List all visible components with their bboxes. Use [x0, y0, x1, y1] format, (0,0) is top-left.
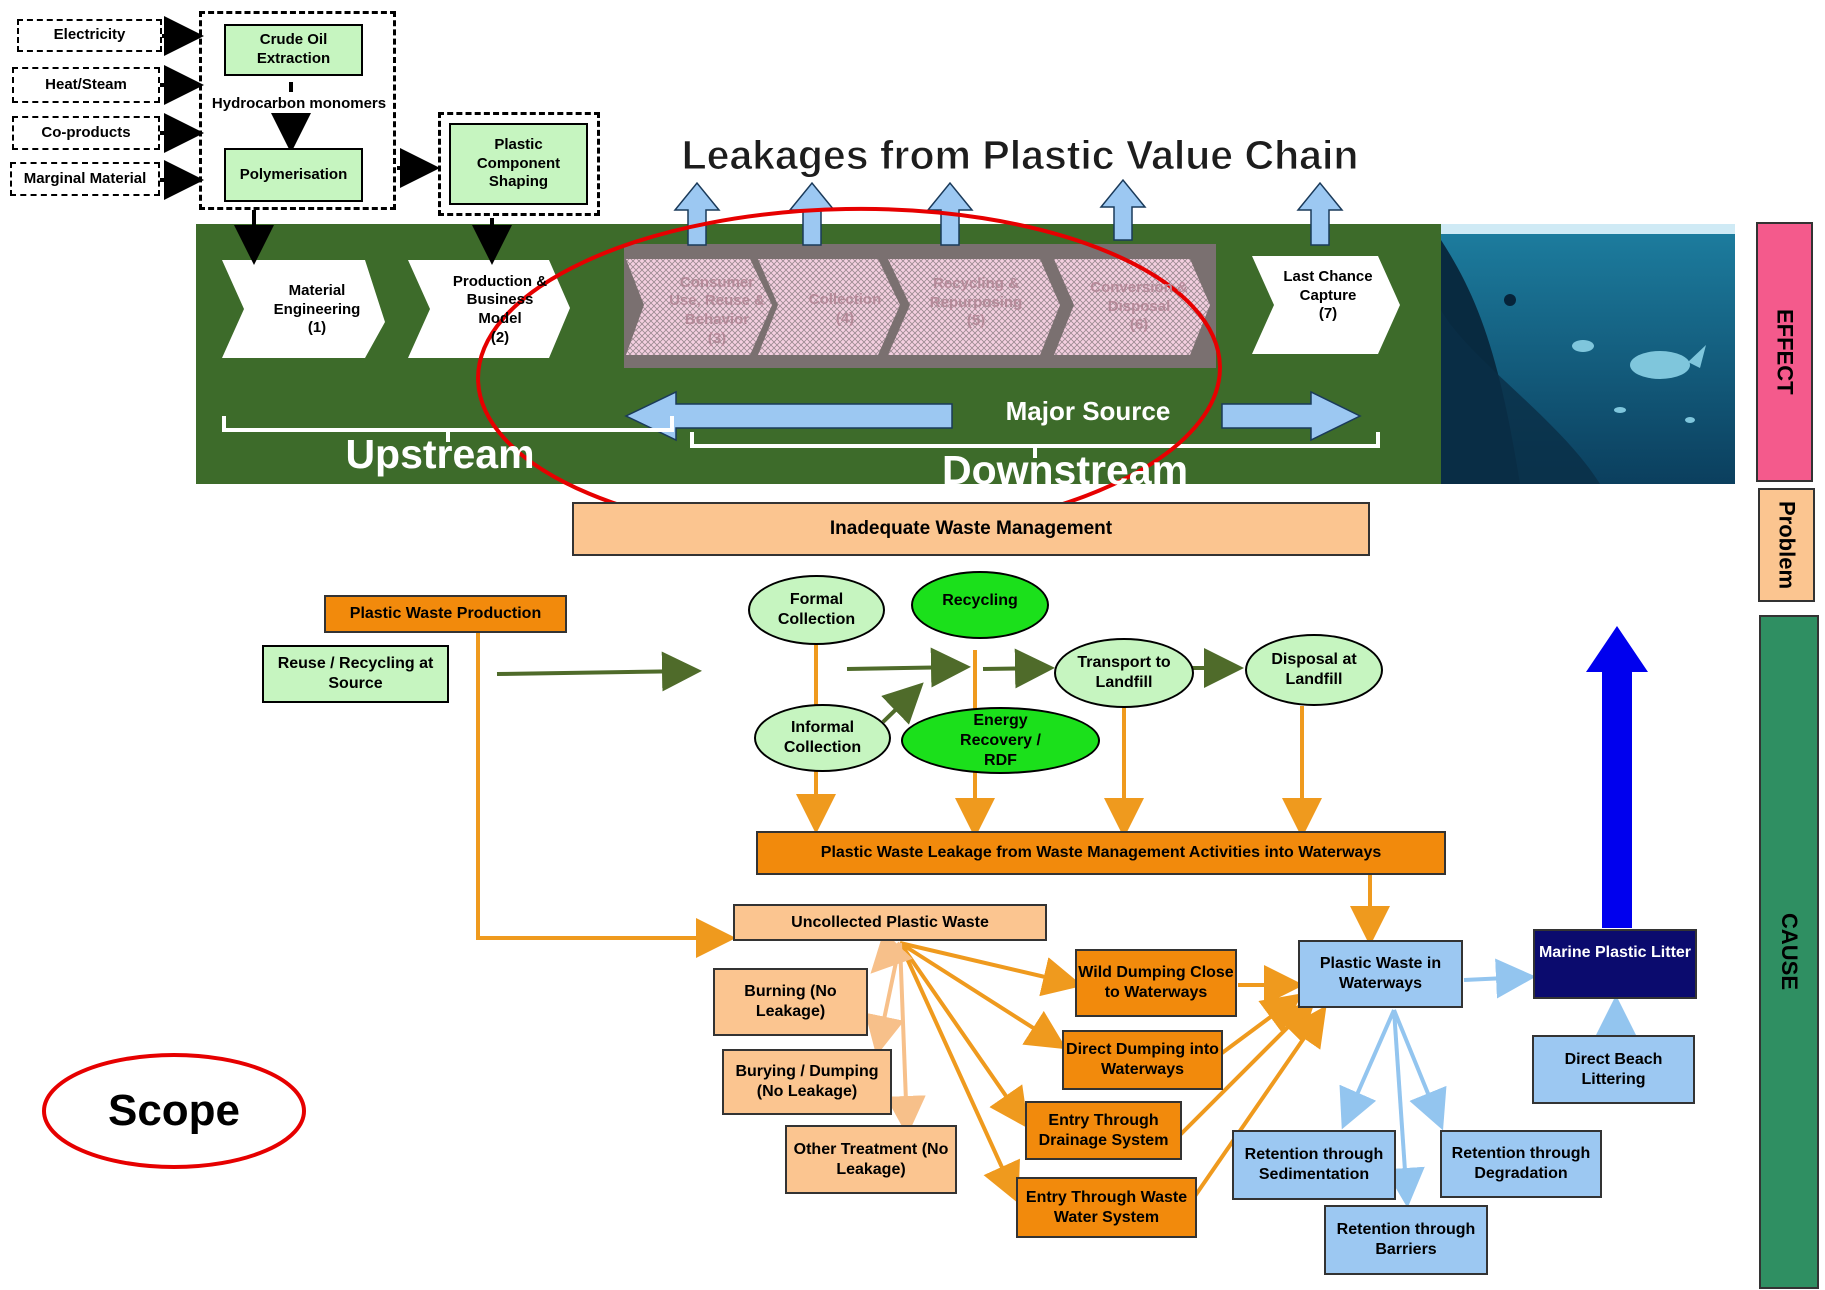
other-treatment-no-leakage: Other Treatment (No Leakage) [785, 1125, 957, 1194]
direct-beach-littering: Direct Beach Littering [1532, 1035, 1695, 1104]
major-source-label: Major Source [1005, 395, 1171, 426]
downstream-label: Downstream [941, 447, 1189, 494]
uncollected-plastic-waste: Uncollected Plastic Waste [733, 904, 1047, 941]
chain-5-label: Recycling & Repurposing [929, 274, 1023, 311]
leakage-into-waterways: Plastic Waste Leakage from Waste Managem… [756, 831, 1446, 875]
effect-label: EFFECT [1756, 222, 1813, 482]
transport-to-landfill: Transport to Landfill [1054, 638, 1194, 708]
formal-collection: Formal Collection [748, 575, 885, 645]
upstream-brace [222, 416, 674, 442]
chain-2-label: Production & Business Model [452, 272, 548, 328]
retention-sedimentation: Retention through Sedimentation [1232, 1130, 1396, 1200]
plastic-component-shaping: Plastic Component Shaping [449, 123, 588, 205]
reuse-recycling-at-source: Reuse / Recycling at Source [262, 645, 449, 703]
chain-1-label: Material Engineering [273, 281, 361, 318]
polymerisation: Polymerisation [224, 148, 363, 202]
wild-dumping: Wild Dumping Close to Waterways [1075, 949, 1237, 1017]
chain-5-num: (5) [966, 312, 986, 330]
chain-label-5: Recycling & Repurposing (5) [916, 268, 1036, 338]
marine-plastic-litter: Marine Plastic Litter [1533, 929, 1697, 999]
hydrocarbon-monomers: Hydrocarbon monomers [211, 94, 387, 112]
waste-water-entry: Entry Through Waste Water System [1016, 1177, 1197, 1238]
retention-degradation: Retention through Degradation [1440, 1130, 1602, 1198]
problem-box: Inadequate Waste Management [572, 502, 1370, 556]
chain-6-label: Conversion & Disposal [1090, 278, 1188, 315]
burying-dumping-no-leakage: Burying / Dumping (No Leakage) [722, 1049, 892, 1115]
major-source-right-arrow [1221, 390, 1362, 442]
chain-4-num: (4) [835, 310, 855, 327]
crude-oil-extraction: Crude Oil Extraction [224, 24, 363, 76]
chain-label-2: Production & Business Model (2) [444, 268, 556, 352]
informal-collection: Informal Collection [754, 704, 891, 772]
ocean-illustration [1441, 224, 1735, 484]
chain-7-num: (7) [1318, 305, 1338, 323]
chain-label-6: Conversion & Disposal (6) [1084, 262, 1194, 352]
direct-dumping: Direct Dumping into Waterways [1062, 1030, 1223, 1090]
chain-1-num: (1) [307, 319, 327, 337]
chevron-7 [1252, 256, 1400, 354]
chain-3-label: Consumer Use, Reuse & Behavior [669, 273, 765, 329]
chain-7-label: Last Chance Capture [1283, 267, 1373, 304]
upstream-label: Upstream [345, 431, 535, 478]
chain-label-4: Collection (4) [790, 282, 900, 338]
chain-4-label: Collection [808, 291, 882, 309]
burning-no-leakage: Burning (No Leakage) [713, 968, 868, 1036]
energy-recovery-node: Energy Recovery / RDF [901, 707, 1100, 774]
diagram-title: Leakages from Plastic Value Chain [681, 132, 1359, 179]
chain-3-num: (3) [707, 329, 727, 347]
recycling-node: Recycling [911, 571, 1049, 639]
cause-label: CAUSE [1759, 615, 1819, 1289]
input-heat-steam: Heat/Steam [12, 67, 160, 103]
disposal-at-landfill: Disposal at Landfill [1245, 634, 1383, 706]
plastic-waste-production: Plastic Waste Production [324, 595, 567, 633]
chevron-1 [222, 260, 385, 358]
scope-oval [42, 1053, 306, 1169]
chevron-2 [408, 260, 570, 358]
chain-6-num: (6) [1129, 316, 1149, 334]
input-electricity: Electricity [17, 19, 162, 52]
production-group [199, 11, 396, 210]
downstream-brace [690, 432, 1380, 458]
chain-2-num: (2) [490, 328, 510, 346]
drainage-entry: Entry Through Drainage System [1025, 1101, 1182, 1160]
shaping-group [438, 112, 600, 216]
scope-label: Scope [107, 1085, 241, 1135]
chain-label-1: Material Engineering (1) [258, 268, 376, 352]
input-marginal-material: Marginal Material [10, 162, 160, 196]
chain-label-3: Consumer Use, Reuse & Behavior (3) [662, 268, 772, 354]
problem-label: Problem [1758, 488, 1815, 602]
chain-label-7: Last Chance Capture (7) [1276, 264, 1380, 328]
retention-barriers: Retention through Barriers [1324, 1205, 1488, 1275]
input-co-products: Co-products [12, 116, 160, 150]
plastic-waste-in-waterways: Plastic Waste in Waterways [1298, 940, 1463, 1008]
marine-to-effect-arrow [1586, 626, 1648, 928]
